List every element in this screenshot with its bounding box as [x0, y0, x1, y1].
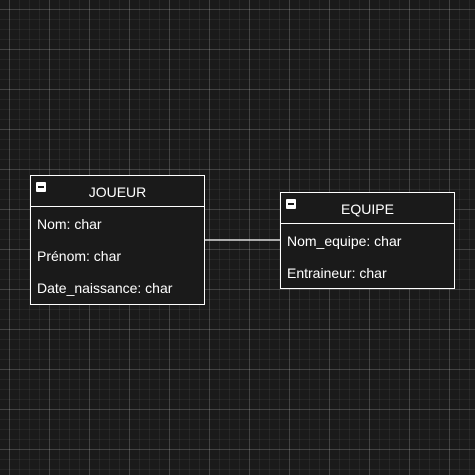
- collapse-icon[interactable]: [286, 199, 296, 209]
- collapse-icon[interactable]: [36, 182, 46, 192]
- entity-joueur-title: JOUEUR: [88, 184, 147, 200]
- entity-equipe[interactable]: EQUIPE Nom_equipe: char Entraineur: char: [280, 192, 455, 289]
- entity-equipe-header[interactable]: EQUIPE: [281, 193, 454, 224]
- attribute-row[interactable]: Entraineur: char: [287, 265, 387, 281]
- entity-joueur-header[interactable]: JOUEUR: [31, 176, 204, 207]
- attribute-row[interactable]: Nom_equipe: char: [287, 233, 402, 249]
- attribute-row[interactable]: Nom: char: [37, 216, 102, 232]
- attribute-row[interactable]: Prénom: char: [37, 248, 122, 264]
- attribute-row[interactable]: Date_naissance: char: [37, 280, 173, 296]
- entity-equipe-title: EQUIPE: [341, 201, 394, 217]
- entity-joueur[interactable]: JOUEUR Nom: char Prénom: char Date_naiss…: [30, 175, 205, 305]
